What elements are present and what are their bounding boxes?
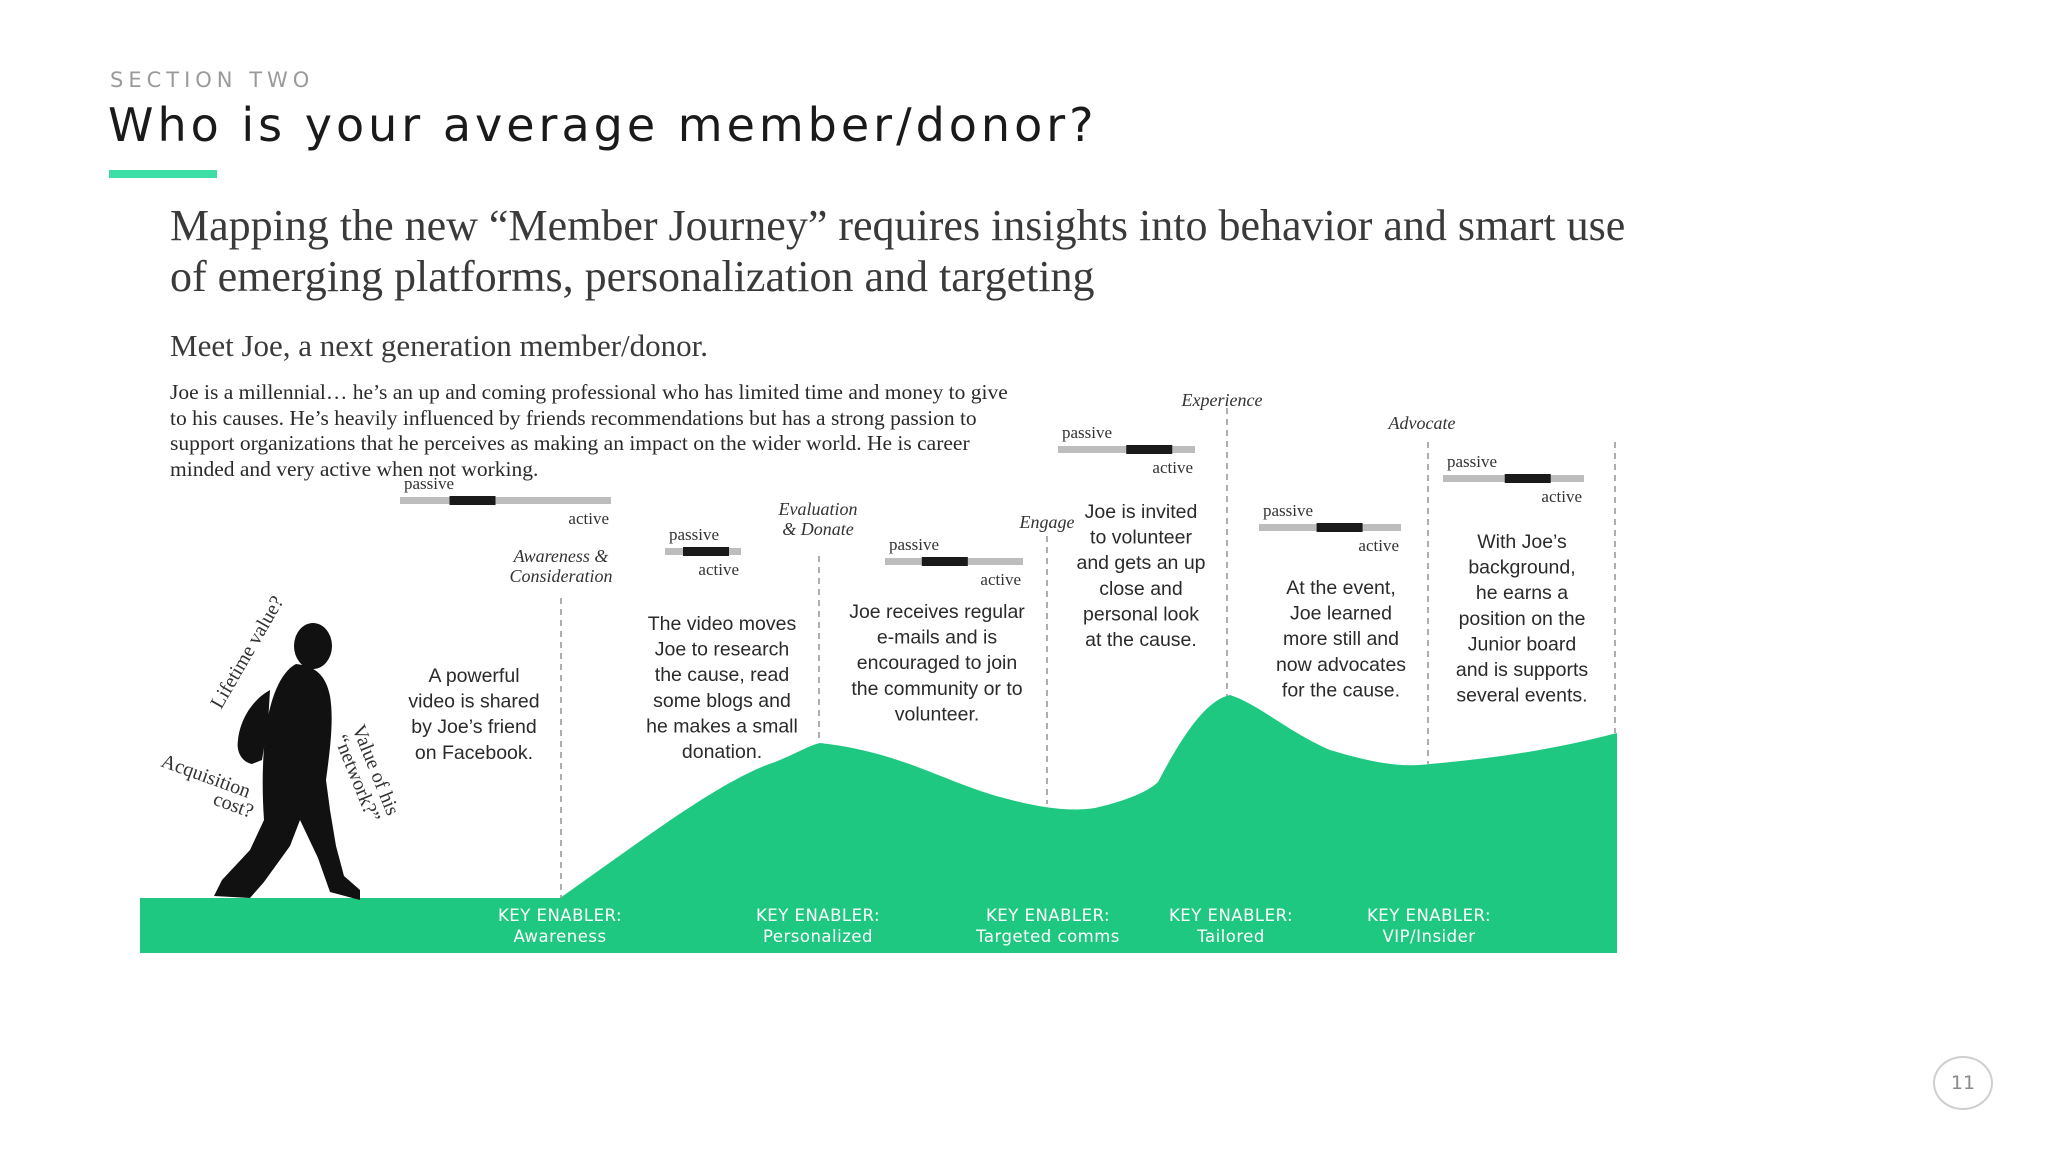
key-enabler-label: KEY ENABLER: [986, 906, 1110, 925]
passive-label: passive [1263, 501, 1313, 520]
engagement-marker [1504, 474, 1551, 483]
journey-stage: Awareness &Consideration passive active A p… [400, 474, 622, 946]
engagement-marker [1316, 523, 1363, 532]
subhead: Meet Joe, a next generation member/donor… [170, 328, 709, 363]
journey-landscape [140, 695, 1617, 953]
key-enabler-label: KEY ENABLER: [1169, 906, 1293, 925]
active-label: active [1358, 536, 1399, 555]
key-enabler-label: KEY ENABLER: [756, 906, 880, 925]
stage-name: Advocate [1388, 413, 1456, 433]
passive-label: passive [1062, 423, 1112, 442]
active-label: active [1152, 458, 1193, 477]
passive-label: passive [1447, 452, 1497, 471]
key-enabler-value: Targeted comms [975, 927, 1120, 946]
stage-name: Awareness &Consideration [509, 546, 612, 586]
stage-name: Evaluation& Donate [778, 499, 858, 539]
page-title: Who is your average member/donor? [108, 98, 1098, 152]
acquisition-cost-label-line2: cost? [210, 788, 256, 823]
stage-dividers [560, 408, 1616, 898]
stage-name: Experience [1181, 390, 1263, 410]
passive-label: passive [669, 525, 719, 544]
stage-name: Engage [1019, 512, 1075, 532]
key-enabler-value: Tailored [1196, 927, 1265, 946]
active-label: active [698, 560, 739, 579]
key-enabler-value: Awareness [513, 927, 606, 946]
engagement-track [400, 497, 611, 504]
passive-label: passive [889, 535, 939, 554]
section-label: SECTION TWO [110, 68, 315, 92]
intro-paragraph: Joe is a millennial… he’s an up and comi… [170, 380, 1008, 481]
engagement-marker [683, 547, 729, 556]
active-label: active [568, 509, 609, 528]
journey-stages: Awareness &Consideration passive active A p… [400, 390, 1588, 946]
key-enabler-label: KEY ENABLER: [498, 906, 622, 925]
engagement-marker [921, 557, 968, 566]
key-enabler-value: Personalized [763, 927, 873, 946]
acquisition-cost-label-line1: Acquisition [158, 750, 253, 803]
key-enabler-label: KEY ENABLER: [1367, 906, 1491, 925]
page-number: 11 [1933, 1056, 1993, 1110]
journey-stage: Advocate passive active At the event,Joe le… [1259, 413, 1491, 946]
title-underline [109, 170, 217, 178]
key-enabler-value: VIP/Insider [1382, 927, 1475, 946]
joe-silhouette [214, 623, 360, 900]
passive-label: passive [404, 474, 454, 493]
engagement-marker [449, 496, 496, 505]
active-label: active [1541, 487, 1582, 506]
headline: Mapping the new “Member Journey” require… [170, 201, 1626, 301]
engagement-marker [1126, 445, 1173, 454]
active-label: active [980, 570, 1021, 589]
